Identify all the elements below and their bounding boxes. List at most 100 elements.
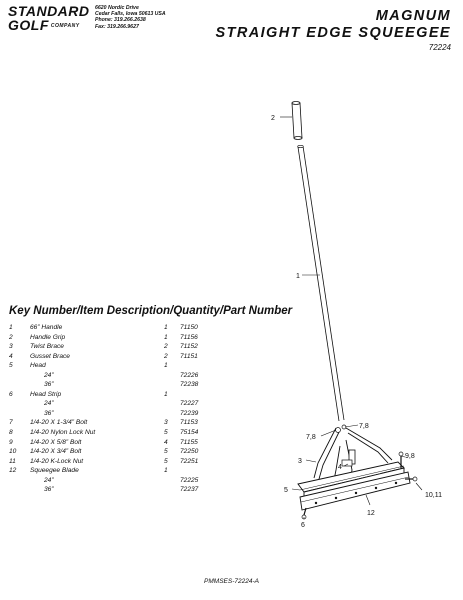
callout-3: 3 xyxy=(298,458,302,465)
parts-list-row: 3 Twist Brace 2 71152 xyxy=(9,342,209,352)
parts-list-row: 24”72225 xyxy=(9,476,209,486)
part-quantity: 1 xyxy=(164,362,168,370)
part-number: 72225 xyxy=(180,476,199,484)
squeegee-blade xyxy=(299,471,411,511)
part-description: Handle Grip xyxy=(30,333,66,341)
part-key-number: 2 xyxy=(9,333,13,341)
address-line: Phone: 319.266.2638 xyxy=(95,17,146,24)
part-description: Squeegee Blade xyxy=(30,467,79,475)
part-quantity: 2 xyxy=(164,343,168,351)
part-number: 71156 xyxy=(180,333,198,341)
part-quantity: 1 xyxy=(164,324,168,331)
part-description: 1/4-20 X 3/4” Bolt xyxy=(30,448,82,456)
callout-12: 12 xyxy=(367,510,375,517)
part-key-number: 4 xyxy=(9,352,13,360)
parts-list-row: 24”72226 xyxy=(9,371,209,381)
logo-line2-text: GOLF xyxy=(8,17,49,33)
handle-grip xyxy=(291,101,303,140)
part-key-number: 9 xyxy=(9,438,13,446)
part-description: Twist Brace xyxy=(30,343,64,351)
part-quantity: 5 xyxy=(164,429,168,437)
callout-2: 2 xyxy=(271,115,275,122)
part-number: 72239 xyxy=(180,409,199,417)
document-code: PMMSES-72224-A xyxy=(204,578,259,585)
part-description: Gusset Brace xyxy=(30,352,70,360)
part-number: 71153 xyxy=(180,419,198,427)
part-key-number: 8 xyxy=(9,429,13,437)
part-key-number: 10 xyxy=(9,448,17,456)
part-description: 1/4-20 K-Lock Nut xyxy=(30,457,84,465)
parts-list-row: 36” 72238 xyxy=(9,380,209,390)
part-quantity: 1 xyxy=(164,390,168,398)
parts-list-row: 36” 72239 xyxy=(9,409,209,419)
part-description: 1/4-20 X 1-3/4” Bolt xyxy=(30,419,88,427)
part-key-number: 1 xyxy=(9,324,13,331)
parts-list-row: 5 Head 1 xyxy=(9,361,209,371)
part-key-number: 3 xyxy=(9,343,13,351)
part-number: 72238 xyxy=(180,381,199,389)
parts-list-row: 2 Handle Grip 1 71156 xyxy=(9,333,209,343)
handle xyxy=(297,144,345,422)
callout-7-8-right: 7,8 xyxy=(359,423,369,430)
part-quantity: 3 xyxy=(164,419,168,427)
part-description: Head xyxy=(30,362,46,370)
part-number: 71151 xyxy=(180,352,198,360)
key-heading: Key Number/Item Description/Quantity/Par… xyxy=(9,305,293,317)
callout-10-11: 10,11 xyxy=(425,492,442,499)
part-description: 36” xyxy=(44,409,54,417)
parts-list-row: 12 Squeegee Blade 1 xyxy=(9,466,209,476)
part-quantity: 2 xyxy=(164,352,168,360)
product-title-line1: MAGNUM xyxy=(375,8,451,24)
part-number: 72227 xyxy=(180,400,199,408)
address-line: Fax: 319.266.9627 xyxy=(95,23,139,30)
title-block: MAGNUM STRAIGHT EDGE SQUEEGEE 72224 xyxy=(216,8,451,52)
part-key-number: 5 xyxy=(9,362,13,370)
leader-lines xyxy=(291,424,423,519)
callout-1: 1 xyxy=(296,273,300,280)
part-number: 71152 xyxy=(180,343,198,351)
parts-list-row: 7 1/4-20 X 1-3/4” Bolt 3 71153 xyxy=(9,418,209,428)
part-description: 66” Handle xyxy=(30,324,63,331)
part-description: 1/4-20 Nylon Lock Nut xyxy=(30,429,96,437)
parts-list-row: 10 1/4-20 X 3/4” Bolt 5 72250 xyxy=(9,447,209,457)
part-quantity: 1 xyxy=(164,467,168,475)
part-key-number: 12 xyxy=(9,467,17,475)
address-line: 6620 Nordic Drive xyxy=(95,5,139,11)
part-number: 75154 xyxy=(180,429,199,437)
part-description: 24” xyxy=(44,371,54,379)
part-description: 36” xyxy=(44,381,54,389)
parts-list-row: 24” 72227 xyxy=(9,399,209,409)
part-number: 72251 xyxy=(180,457,199,465)
part-quantity: 1 xyxy=(164,333,168,341)
company-address: 6620 Nordic Drive Cedar Falls, Iowa 5061… xyxy=(95,5,166,30)
callout-4: 4 xyxy=(338,464,342,471)
part-key-number: 7 xyxy=(9,419,13,427)
part-number: 72250 xyxy=(180,448,199,456)
part-quantity: 4 xyxy=(164,438,168,446)
parts-list-row: 36”72237 xyxy=(9,485,209,495)
bolts xyxy=(301,451,418,520)
parts-list-row: 8 1/4-20 Nylon Lock Nut 5 75154 xyxy=(9,428,209,438)
part-description: 24” xyxy=(44,400,54,408)
logo-sub: COMPANY xyxy=(50,23,80,30)
callout-6: 6 xyxy=(301,522,305,529)
part-key-number: 11 xyxy=(9,457,16,465)
part-description: Head Strip xyxy=(30,390,62,398)
product-title-line2: STRAIGHT EDGE SQUEEGEE xyxy=(215,25,451,41)
callout-9-8: 9,8 xyxy=(405,453,415,460)
address-line: Cedar Falls, Iowa 50613 USA xyxy=(95,11,166,18)
parts-list-row: 4 Gusset Brace 2 71151 xyxy=(9,352,209,362)
product-part-number: 72224 xyxy=(428,43,451,52)
part-description: 1/4-20 X 5/8” Bolt xyxy=(30,438,82,446)
part-description: 36” xyxy=(44,486,54,494)
callout-7-8-left: 7,8 xyxy=(306,434,316,441)
part-quantity: 5 xyxy=(164,448,168,456)
